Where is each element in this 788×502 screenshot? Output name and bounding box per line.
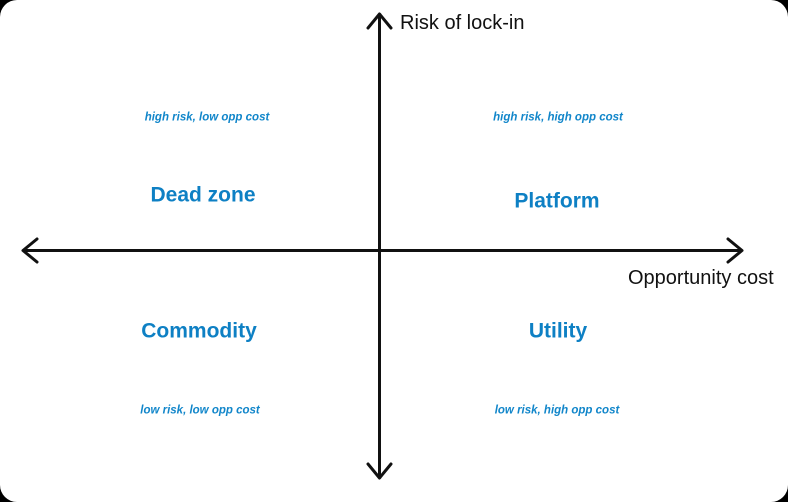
quadrant-title-utility: Utility	[528, 319, 588, 343]
x-axis-right-arrowhead	[726, 237, 744, 264]
quadrant-title-dead-zone: Dead zone	[150, 183, 256, 207]
quadrant-subtitle-dead-zone: high risk, low opp cost	[144, 111, 270, 124]
quadrant-title-commodity: Commodity	[141, 319, 257, 343]
quadrant-subtitle-utility: low risk, high opp cost	[494, 404, 620, 417]
x-axis-left-arrowhead	[21, 237, 39, 264]
quadrant-subtitle-platform: high risk, high opp cost	[493, 111, 623, 124]
quadrant-subtitle-commodity: low risk, low opp cost	[140, 404, 260, 417]
y-axis-top-arrowhead	[366, 12, 393, 30]
quadrant-title-platform: Platform	[514, 189, 600, 213]
y-axis-bottom-arrowhead	[366, 462, 393, 480]
x-axis-title: Opportunity cost	[628, 267, 774, 289]
y-axis-title: Risk of lock-in	[400, 12, 525, 34]
